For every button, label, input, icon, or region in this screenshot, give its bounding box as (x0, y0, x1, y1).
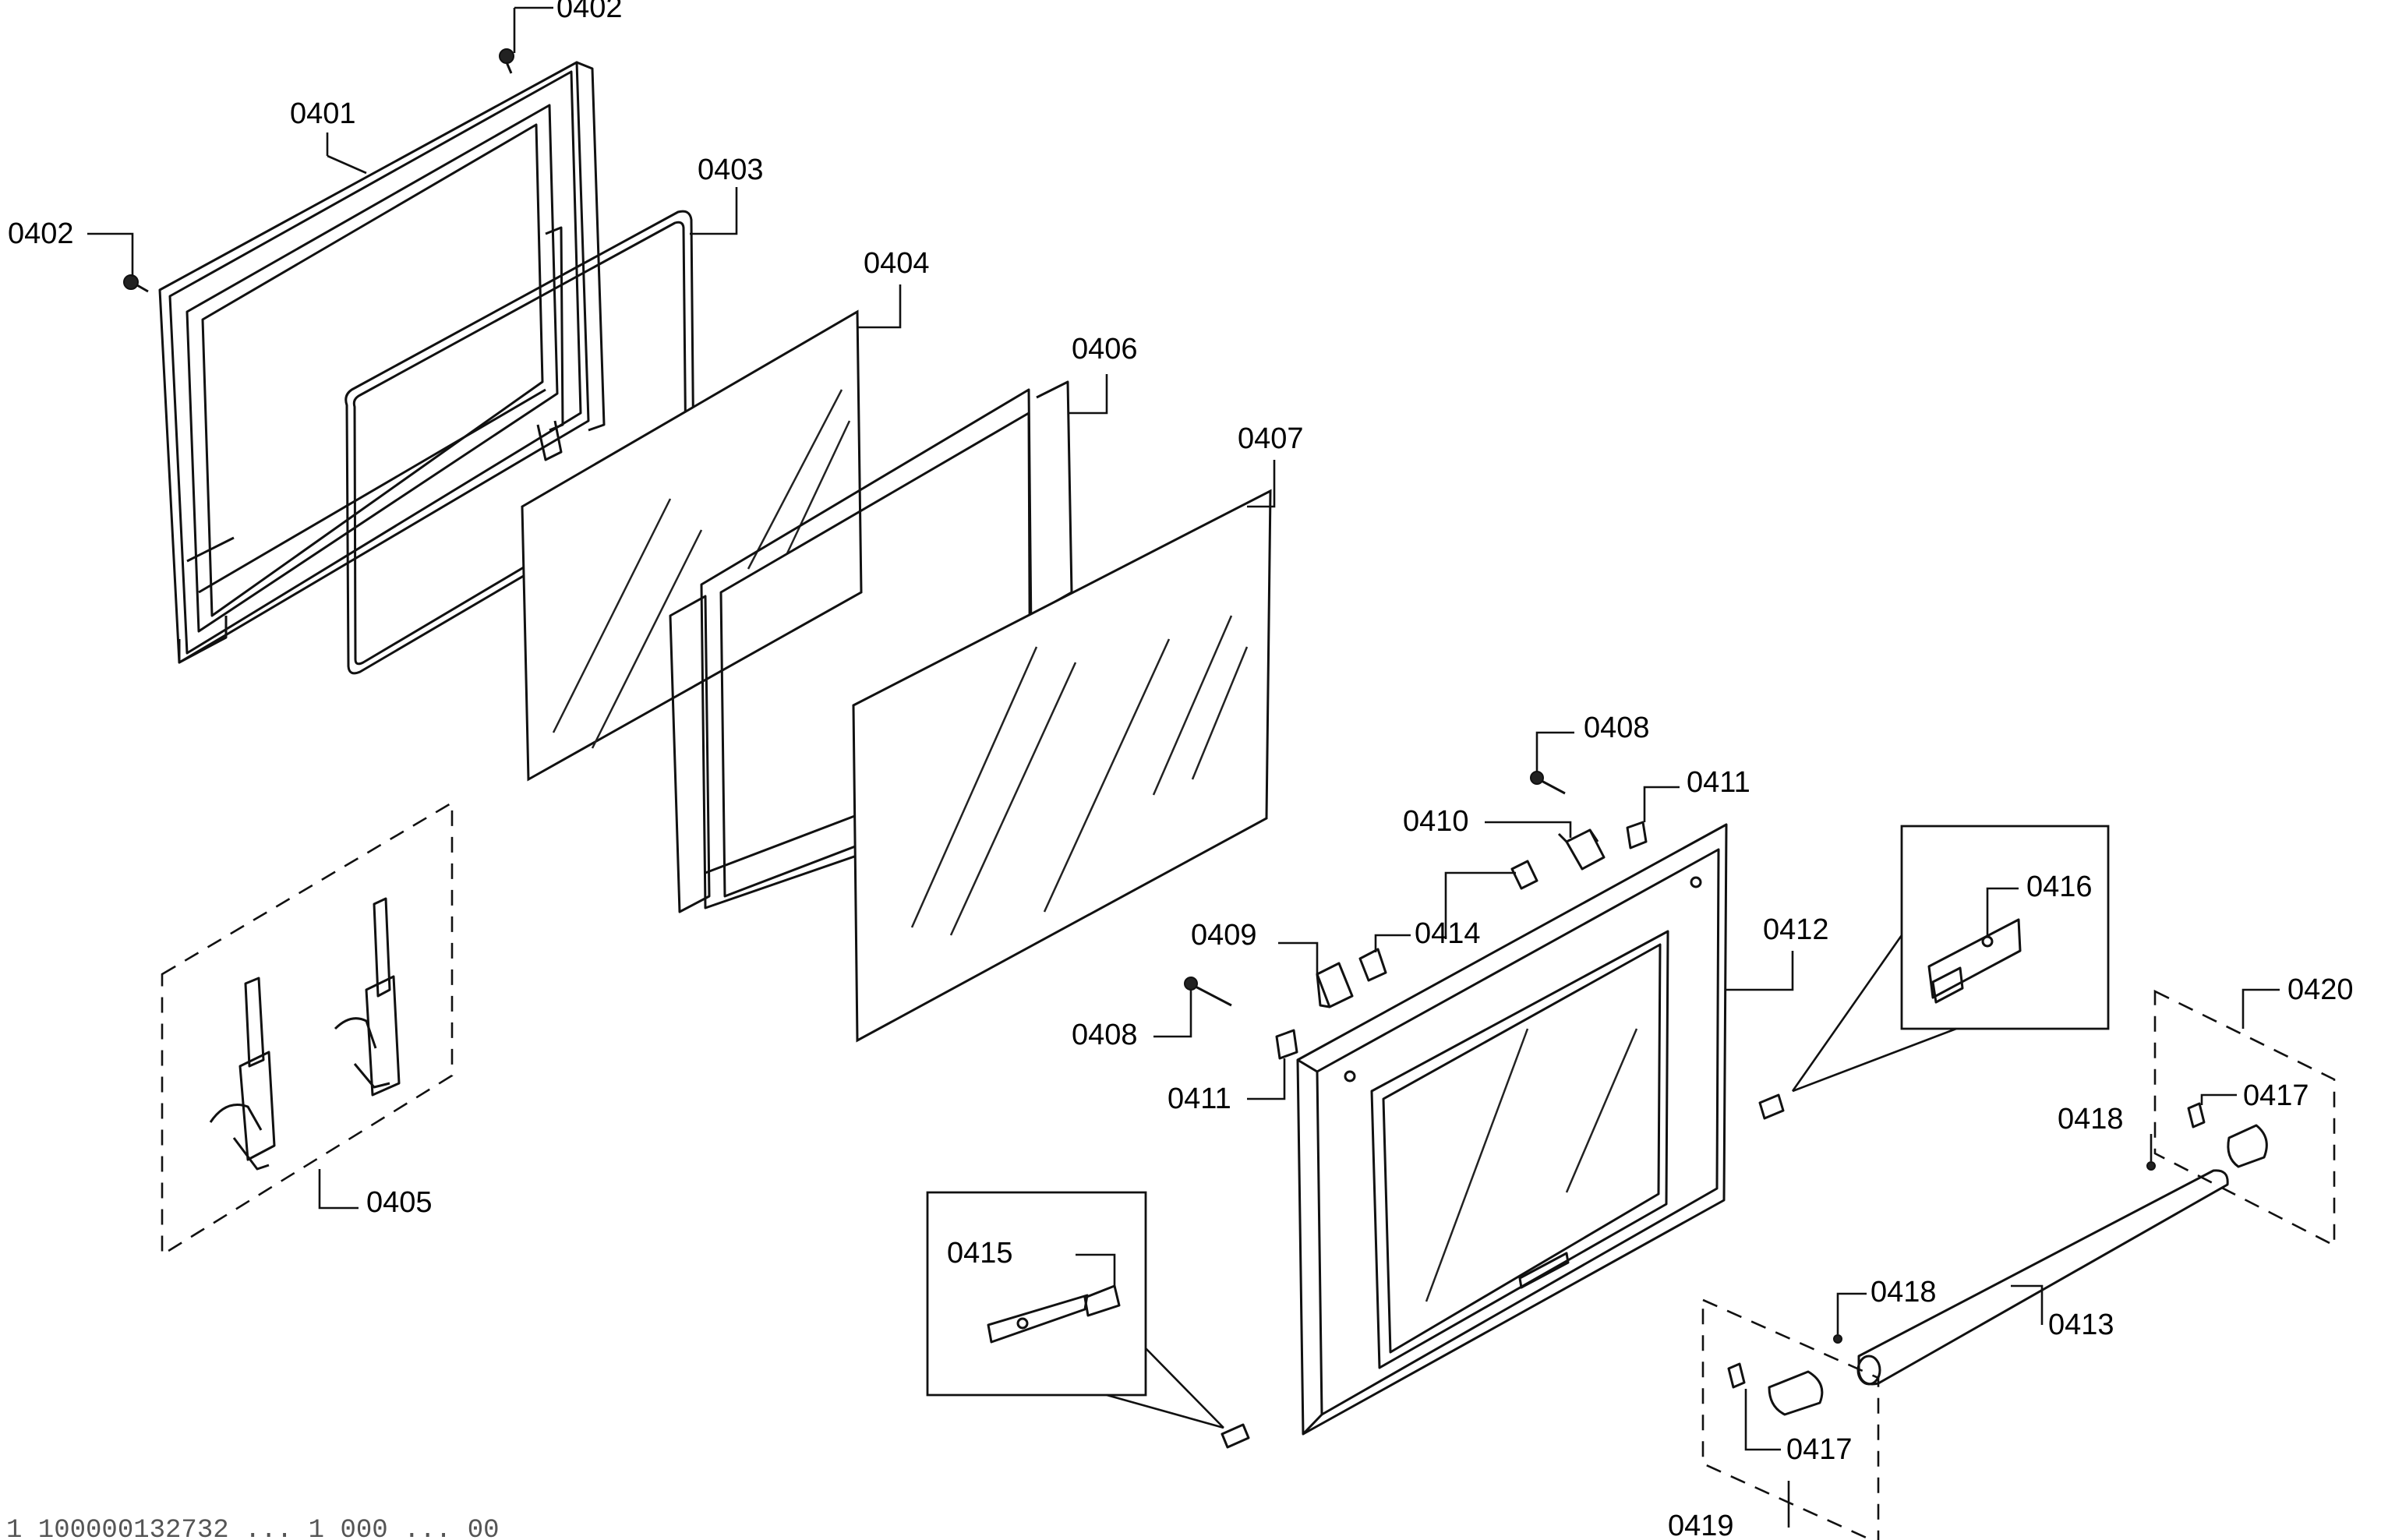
label-0414: 0414 (1415, 917, 1481, 950)
part-0417-pin-left (1727, 1362, 1746, 1389)
part-0412-outer-door (1296, 823, 1728, 1436)
label-0409: 0409 (1191, 919, 1257, 952)
part-0407-front-glass (852, 489, 1272, 1043)
label-0416: 0416 (2026, 871, 2093, 903)
part-0414-clip-lower (1358, 948, 1387, 982)
label-0420: 0420 (2287, 973, 2354, 1006)
label-0412: 0412 (1763, 913, 1829, 946)
part-0416-block (1758, 1093, 1785, 1120)
label-0419: 0419 (1668, 1510, 1734, 1540)
label-0417-right: 0417 (2243, 1079, 2309, 1112)
label-0413: 0413 (2048, 1309, 2114, 1341)
label-0408-upper: 0408 (1584, 712, 1650, 744)
footer-reference: 1 100000132732 ... 1 000 ... 00 (6, 1516, 500, 1540)
label-0418-left: 0418 (1871, 1276, 1937, 1309)
part-0404-glass-pane (521, 309, 863, 782)
part-0420-handle-cap-right (2227, 1124, 2268, 1168)
label-0405: 0405 (366, 1186, 433, 1219)
part-0410-bracket (1557, 828, 1606, 871)
part-0402-screw-top (499, 48, 514, 74)
part-0419-handle-cap-left (1768, 1370, 1824, 1416)
label-0410: 0410 (1403, 805, 1469, 838)
part-0408-screw-lower (1184, 977, 1232, 1007)
inset-0416-detail (1927, 918, 2022, 1004)
part-0408-screw-upper (1530, 771, 1566, 795)
inset-0415-detail (987, 1284, 1121, 1344)
inset-box-0416 (1791, 825, 2110, 1093)
part-0417-pin-right (2187, 1102, 2206, 1129)
part-0414-clip-upper (1510, 860, 1538, 890)
part-0411-spacer-lower (1275, 1029, 1298, 1060)
part-0413-handle-bar (1856, 1169, 2229, 1386)
part-0409-bracket (1316, 962, 1354, 1008)
label-0407: 0407 (1238, 422, 1304, 455)
group-outline-0405 (161, 800, 454, 1257)
part-0418-screw-right (2146, 1161, 2156, 1171)
label-0402-left: 0402 (8, 217, 74, 250)
part-0415-block (1221, 1423, 1250, 1449)
group-outline-0419 (1701, 1298, 1880, 1540)
part-0405-door-hinges (209, 897, 401, 1171)
label-0418-right: 0418 (2058, 1103, 2124, 1136)
part-0418-screw-left (1833, 1334, 1842, 1344)
label-0403: 0403 (698, 154, 764, 186)
label-0411-upper: 0411 (1687, 766, 1750, 799)
part-0402-screw-left (123, 274, 149, 293)
group-outline-0420 (2153, 989, 2336, 1248)
label-0404: 0404 (864, 247, 930, 280)
label-0408-lower: 0408 (1072, 1019, 1138, 1051)
part-0401-inner-door-frame (158, 61, 606, 664)
part-0411-spacer-upper (1626, 821, 1648, 849)
label-0415: 0415 (947, 1237, 1013, 1270)
label-0402-top: 0402 (556, 0, 623, 24)
label-0417-left: 0417 (1786, 1433, 1853, 1466)
label-0401: 0401 (290, 97, 356, 130)
leader-lines (87, 6, 2280, 1528)
label-0411-lower: 0411 (1168, 1083, 1231, 1115)
label-0406: 0406 (1072, 333, 1138, 366)
inset-box-0415 (926, 1191, 1224, 1429)
